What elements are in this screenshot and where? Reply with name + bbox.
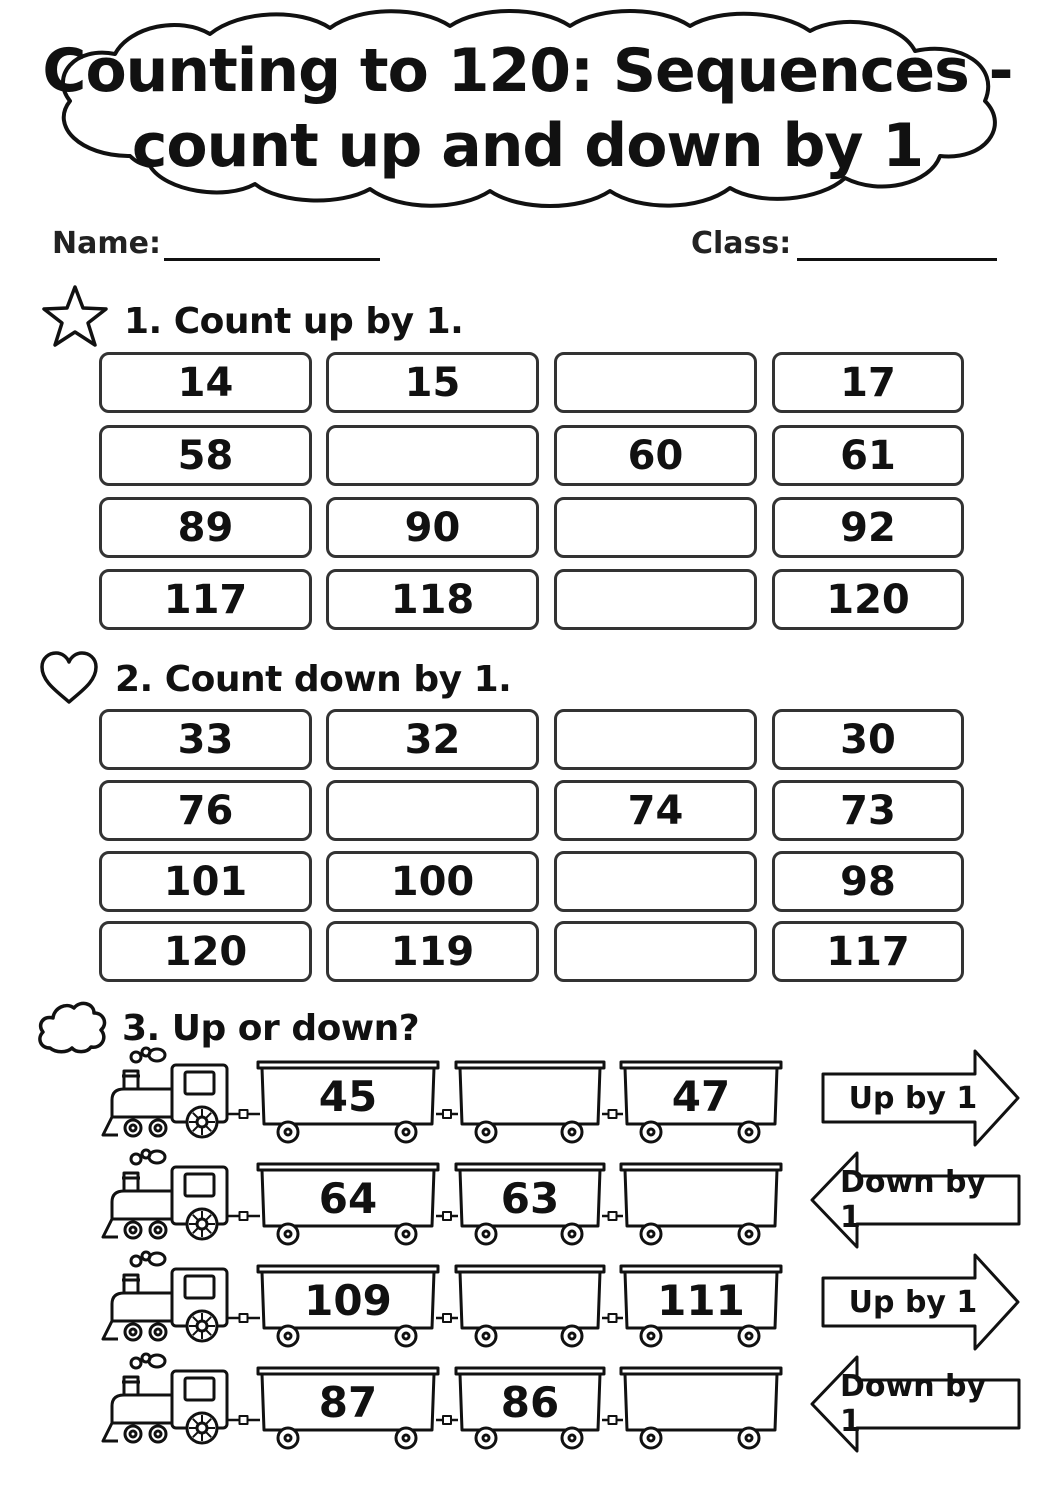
count-up-answer-box[interactable] (554, 497, 757, 558)
arrow-left-icon (810, 1355, 1021, 1453)
count-up-answer-box[interactable] (554, 569, 757, 630)
count-up-number-box: 120 (772, 569, 964, 630)
wagon-number-label: 63 (500, 1173, 560, 1223)
count-up-number-box: 14 (99, 352, 312, 413)
direction-label: Up by 1 (848, 1284, 978, 1320)
locomotive-icon (101, 1250, 229, 1343)
count-down-number-box: 98 (772, 851, 964, 912)
wagon[interactable] (619, 1366, 783, 1450)
wagon (256, 1060, 440, 1144)
page-title-line-2: count up and down by 1 (131, 111, 924, 181)
title-cloud-frame (61, 9, 997, 208)
wagon[interactable] (619, 1162, 783, 1246)
count-down-number-box: 33 (99, 709, 312, 770)
train-4 (101, 1352, 783, 1450)
count-up-number-box: 60 (554, 425, 757, 486)
wagon-answer-label (458, 1066, 602, 1126)
count-down-number-box: 100 (326, 851, 539, 912)
count-up-number-box: 90 (326, 497, 539, 558)
locomotive-icon (101, 1046, 229, 1139)
page-title-line-1: Counting to 120: Sequences - (42, 36, 1013, 106)
count-down-number-box: 30 (772, 709, 964, 770)
name-field[interactable] (164, 258, 380, 261)
section-1-title: 1. Count up by 1. (124, 301, 464, 342)
count-up-answer-box[interactable] (554, 352, 757, 413)
star-icon (42, 285, 108, 347)
count-up-number-box: 92 (772, 497, 964, 558)
count-down-number-box: 120 (99, 921, 312, 982)
direction-label: Down by 1 (840, 1165, 987, 1235)
train-3 (101, 1250, 783, 1348)
count-down-answer-box[interactable] (554, 921, 757, 982)
direction-label: Down by 1 (840, 1369, 987, 1439)
arrow-right-icon (821, 1253, 1020, 1351)
count-down-answer-box[interactable] (554, 851, 757, 912)
train-1 (101, 1046, 783, 1144)
wagon[interactable] (454, 1060, 606, 1144)
count-up-number-box: 15 (326, 352, 539, 413)
wagon (454, 1162, 606, 1246)
count-up-number-box: 117 (99, 569, 312, 630)
class-field[interactable] (797, 258, 997, 261)
class-label: Class: (691, 226, 792, 261)
cloud-icon (38, 1001, 107, 1054)
wagon (619, 1060, 783, 1144)
name-label: Name: (52, 226, 161, 261)
wagon-number-label: 87 (318, 1377, 378, 1427)
wagon-number-label: 45 (318, 1071, 378, 1121)
count-down-number-box: 117 (772, 921, 964, 982)
wagon (454, 1366, 606, 1450)
count-up-number-box: 118 (326, 569, 539, 630)
train-2 (101, 1148, 783, 1246)
count-up-number-box: 89 (99, 497, 312, 558)
count-down-number-box: 76 (99, 780, 312, 841)
arrow-right-icon (821, 1049, 1020, 1147)
count-down-answer-box[interactable] (554, 709, 757, 770)
wagon-number-label: 47 (671, 1071, 731, 1121)
wagon-number-label: 109 (304, 1275, 392, 1325)
count-up-number-box: 17 (772, 352, 964, 413)
wagon-answer-label (623, 1372, 779, 1432)
heart-icon (40, 651, 98, 704)
wagon-number-label: 86 (500, 1377, 560, 1427)
count-down-number-box: 32 (326, 709, 539, 770)
count-down-answer-box[interactable] (326, 780, 539, 841)
count-down-number-box: 101 (99, 851, 312, 912)
count-up-number-box: 61 (772, 425, 964, 486)
wagon (256, 1366, 440, 1450)
count-down-number-box: 73 (772, 780, 964, 841)
wagon (256, 1162, 440, 1246)
count-up-answer-box[interactable] (326, 425, 539, 486)
wagon (619, 1264, 783, 1348)
count-up-number-box: 58 (99, 425, 312, 486)
wagon-answer-label (458, 1270, 602, 1330)
locomotive-icon (101, 1352, 229, 1445)
count-down-number-box: 74 (554, 780, 757, 841)
locomotive-icon (101, 1148, 229, 1241)
arrow-left-icon (810, 1151, 1021, 1249)
wagon-number-label: 111 (657, 1275, 745, 1325)
section-3-title: 3. Up or down? (122, 1008, 420, 1049)
wagon-answer-label (623, 1168, 779, 1228)
wagon[interactable] (454, 1264, 606, 1348)
section-2-title: 2. Count down by 1. (115, 659, 512, 700)
count-down-number-box: 119 (326, 921, 539, 982)
direction-label: Up by 1 (848, 1080, 978, 1116)
wagon-number-label: 64 (318, 1173, 378, 1223)
wagon (256, 1264, 440, 1348)
